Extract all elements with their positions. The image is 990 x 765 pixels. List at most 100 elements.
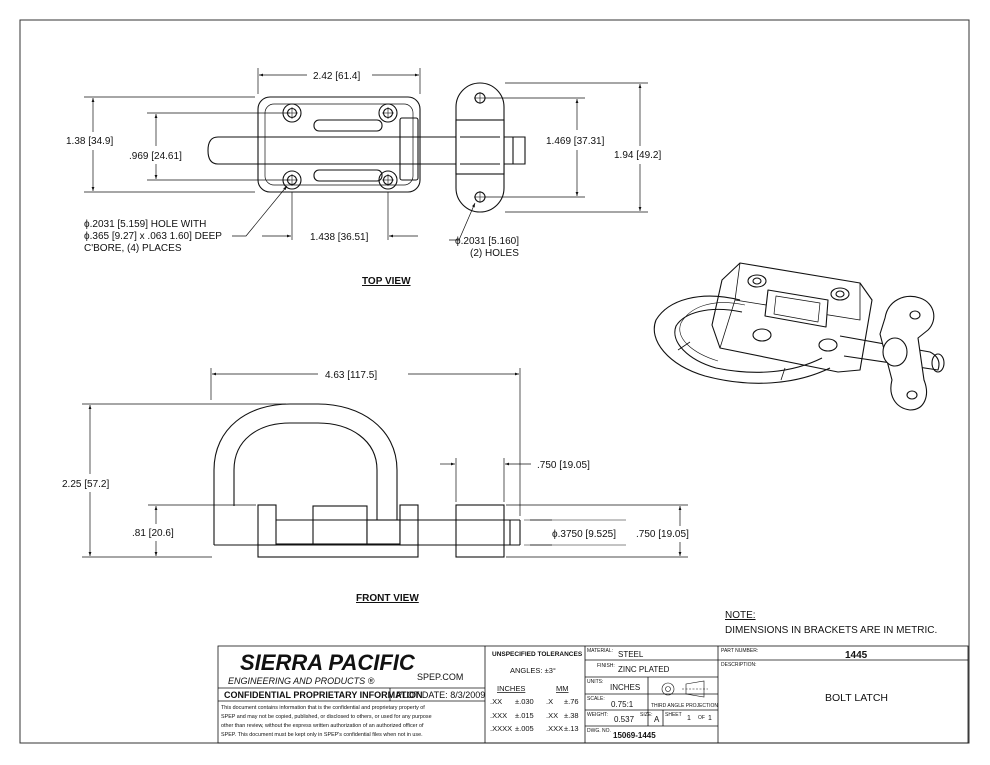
sheet-label: SHEET: [665, 712, 682, 718]
dim-width: 2.42: [313, 71, 333, 82]
svg-text:ϕ.3750 [9.525]: ϕ.3750 [9.525]: [552, 529, 616, 540]
top-view-dimensions: [84, 68, 648, 241]
size: A: [654, 715, 660, 724]
handle-slot-top: [313, 119, 383, 132]
confidential-line: SPEP and may not be copied, published, o…: [221, 714, 432, 720]
callout-keeper-hole-1: ϕ.2031 [5.160]: [455, 236, 519, 247]
angles: ANGLES: ±3°: [510, 666, 556, 675]
dim-inner-height: .969: [129, 151, 149, 162]
isometric-view: [653, 262, 945, 411]
weight: 0.537: [614, 715, 635, 724]
svg-text:1.469 [37.31]: 1.469 [37.31]: [546, 136, 605, 147]
plot-date: 8/3/2009: [450, 690, 485, 700]
front-view-dimension-labels: 4.63 [117.5] 2.25 [57.2] .81 [20.6] .750…: [62, 370, 689, 604]
units-label: UNITS:: [587, 679, 603, 685]
svg-text:.750 [19.05]: .750 [19.05]: [537, 460, 590, 471]
svg-text:2.25 [57.2]: 2.25 [57.2]: [62, 479, 110, 490]
top-view: [207, 82, 526, 213]
tolerances-heading: UNSPECIFIED TOLERANCES: [492, 651, 583, 658]
registered-mark: ®: [368, 676, 375, 686]
dim-keeper-height-front: .750: [636, 529, 656, 540]
part-number-label: PART NUMBER:: [721, 648, 758, 654]
callout-body-hole-1: ϕ.2031 [5.159] HOLE WITH: [84, 219, 206, 230]
confidential-line: This document contains information that …: [221, 705, 425, 711]
dim-pin-dia: ϕ.3750: [552, 529, 583, 540]
dim-overall-height: 2.25: [62, 479, 82, 490]
weight-label: WEIGHT:: [587, 712, 608, 718]
title-block: SIERRA PACIFIC ENGINEERING AND PRODUCTS …: [217, 645, 969, 744]
svg-text:.XXX: .XXX: [490, 711, 507, 720]
confidential-line: other than review, without the express w…: [221, 723, 424, 729]
callout-body-hole-3: C'BORE, (4) PLACES: [84, 243, 182, 254]
front-view: [213, 403, 521, 558]
confidential-heading: CONFIDENTIAL PROPRIETARY INFORMATION: [224, 690, 423, 700]
svg-text:4.63 [117.5]: 4.63 [117.5]: [325, 370, 377, 381]
scale: 0.75:1: [611, 700, 634, 709]
svg-text:1.438 [36.51]: 1.438 [36.51]: [310, 232, 369, 243]
svg-text:±.030: ±.030: [515, 697, 534, 706]
svg-text:2.42 [61.4]: 2.42 [61.4]: [313, 71, 361, 82]
keeper-block: [455, 504, 505, 558]
projection-label: THIRD ANGLE PROJECTION: [651, 703, 718, 709]
dwg-no: 15069-1445: [613, 731, 656, 740]
dim-keeper-holes: 1.469: [546, 136, 571, 147]
top-view-dimension-labels: 2.42 [61.4] 1.38 [34.9] .969 [24.61] 1.4…: [66, 71, 662, 287]
svg-text:.750 [19.05]: .750 [19.05]: [636, 529, 689, 540]
handle-inner: [233, 422, 378, 522]
plot-date-label: PLOT DATE:: [396, 690, 448, 700]
part-number: 1445: [845, 650, 868, 661]
svg-text:PLOT DATE: 8/3/2009: PLOT DATE: 8/3/2009: [396, 690, 485, 700]
dim-keeper-width: .750: [537, 460, 557, 471]
sheet: 1: [687, 715, 691, 722]
dwg-no-label: DWG. NO.: [587, 728, 611, 734]
dim-height: 1.38: [66, 136, 86, 147]
handle-outer: [213, 403, 398, 545]
third-angle-projection-icon: [661, 680, 708, 698]
mm-header: MM: [556, 684, 569, 693]
svg-text:1.38 [34.9]: 1.38 [34.9]: [66, 136, 114, 147]
inches-header: INCHES: [497, 684, 525, 693]
svg-text:±.015: ±.015: [515, 711, 534, 720]
company-subtitle: ENGINEERING AND PRODUCTS: [228, 676, 365, 686]
svg-text:.XX: .XX: [490, 697, 502, 706]
svg-text:.XXX: .XXX: [546, 724, 563, 733]
svg-text:.81 [20.6]: .81 [20.6]: [132, 528, 174, 539]
dim-base-height: .81: [132, 528, 146, 539]
svg-text:.X: .X: [546, 697, 553, 706]
top-view-label: TOP VIEW: [362, 276, 411, 287]
svg-text:±.38: ±.38: [564, 711, 579, 720]
description: BOLT LATCH: [825, 692, 888, 704]
note-heading: NOTE:: [725, 610, 756, 621]
callout-body-hole-2: ϕ.365 [9.27] x .063 1.60] DEEP: [84, 231, 222, 242]
latch-base: [257, 543, 419, 558]
callout-keeper-hole-2: (2) HOLES: [470, 248, 519, 259]
material: STEEL: [618, 650, 644, 659]
note-block: NOTE: DIMENSIONS IN BRACKETS ARE IN METR…: [725, 610, 937, 636]
finish-label: FINISH:: [597, 663, 615, 669]
svg-text:.XXXX: .XXXX: [490, 724, 512, 733]
of-label: OF: [698, 715, 705, 721]
latch-body-plate: [257, 96, 421, 193]
svg-text:ENGINEERING AND PRODUCTS ®: ENGINEERING AND PRODUCTS ®: [228, 676, 375, 686]
handle-slot-bottom: [313, 169, 383, 182]
note-text: DIMENSIONS IN BRACKETS ARE IN METRIC.: [725, 625, 937, 636]
confidential-line: SPEP. This document must be kept only in…: [221, 732, 423, 738]
website: SPEP.COM: [417, 672, 463, 682]
description-label: DESCRIPTION:: [721, 662, 757, 668]
svg-text:.XX: .XX: [546, 711, 558, 720]
dim-keeper-height: 1.94: [614, 150, 634, 161]
finish: ZINC PLATED: [618, 665, 670, 674]
material-label: MATERIAL:: [587, 648, 613, 654]
svg-text:±.005: ±.005: [515, 724, 534, 733]
svg-text:.969 [24.61]: .969 [24.61]: [129, 151, 182, 162]
svg-text:±.76: ±.76: [564, 697, 579, 706]
dim-hole-spacing: 1.438: [310, 232, 335, 243]
dim-overall-width: 4.63: [325, 370, 345, 381]
front-view-label: FRONT VIEW: [356, 593, 419, 604]
scale-label: SCALE:: [587, 696, 605, 702]
size-label: SIZE:: [640, 712, 653, 718]
svg-text:1.94 [49.2]: 1.94 [49.2]: [614, 150, 662, 161]
bolt-rod: [207, 136, 526, 165]
company-name: SIERRA PACIFIC: [240, 650, 416, 675]
